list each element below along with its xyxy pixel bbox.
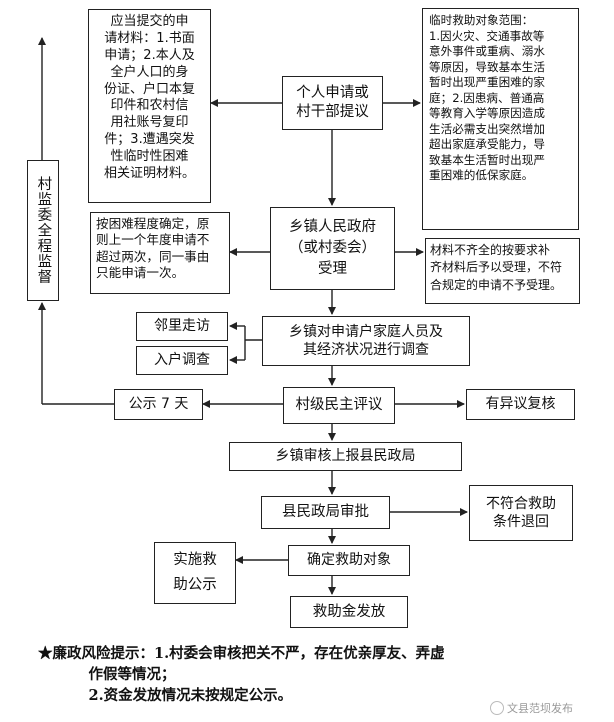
watermark-label: 文县范坝发布 bbox=[507, 702, 573, 715]
village-review-box: 村级民主评议 bbox=[283, 387, 395, 424]
incomplete-materials-box: 材料不齐全的按要求补 齐材料后予以受理，不符 合规定的申请不予受理。 bbox=[425, 238, 580, 304]
watermark: 文县范坝发布 bbox=[490, 700, 573, 716]
home-survey-box: 入户调查 bbox=[136, 346, 228, 375]
publicity-7-days-box: 公示 7 天 bbox=[114, 389, 203, 420]
confirm-recipient-box: 确定救助对象 bbox=[288, 545, 410, 576]
township-investigation-box: 乡镇对申请户家庭人员及 其经济状况进行调查 bbox=[262, 316, 470, 366]
village-supervision-box: 村监委全程监督 bbox=[27, 160, 59, 301]
neighbor-visit-box: 邻里走访 bbox=[136, 312, 228, 341]
township-report-box: 乡镇审核上报县民政局 bbox=[229, 442, 462, 471]
objection-recheck-box: 有异议复核 bbox=[466, 389, 575, 420]
relief-announcement-box: 实施救 助公示 bbox=[154, 542, 236, 604]
application-materials-box: 应当提交的申 请材料：1.书面 申请；2.本人及 全户人口的身 份证、户口本复 … bbox=[88, 9, 211, 203]
rejected-box: 不符合救助 条件退回 bbox=[469, 485, 573, 541]
integrity-risk-note: ★廉政风险提示：1.村委会审核把关不严，存在优亲厚友、弄虚 作假等情况； 2.资… bbox=[38, 645, 445, 705]
township-acceptance-box: 乡镇人民政府 （或村委会） 受理 bbox=[270, 207, 395, 290]
wechat-icon bbox=[490, 701, 504, 715]
application-limit-box: 按困难程度确定，原 则上一个年度申请不 超过两次，同一事由 只能申请一次。 bbox=[90, 212, 230, 294]
fund-payout-box: 救助金发放 bbox=[290, 596, 408, 628]
personal-application-box: 个人申请或 村干部提议 bbox=[282, 76, 383, 130]
village-supervision-label: 村监委全程监督 bbox=[35, 176, 52, 285]
relief-scope-box: 临时救助对象范围： 1.因火灾、交通事故等 意外事件或重病、溺水 等原因，导致基… bbox=[422, 8, 579, 230]
county-approval-box: 县民政局审批 bbox=[261, 496, 390, 529]
